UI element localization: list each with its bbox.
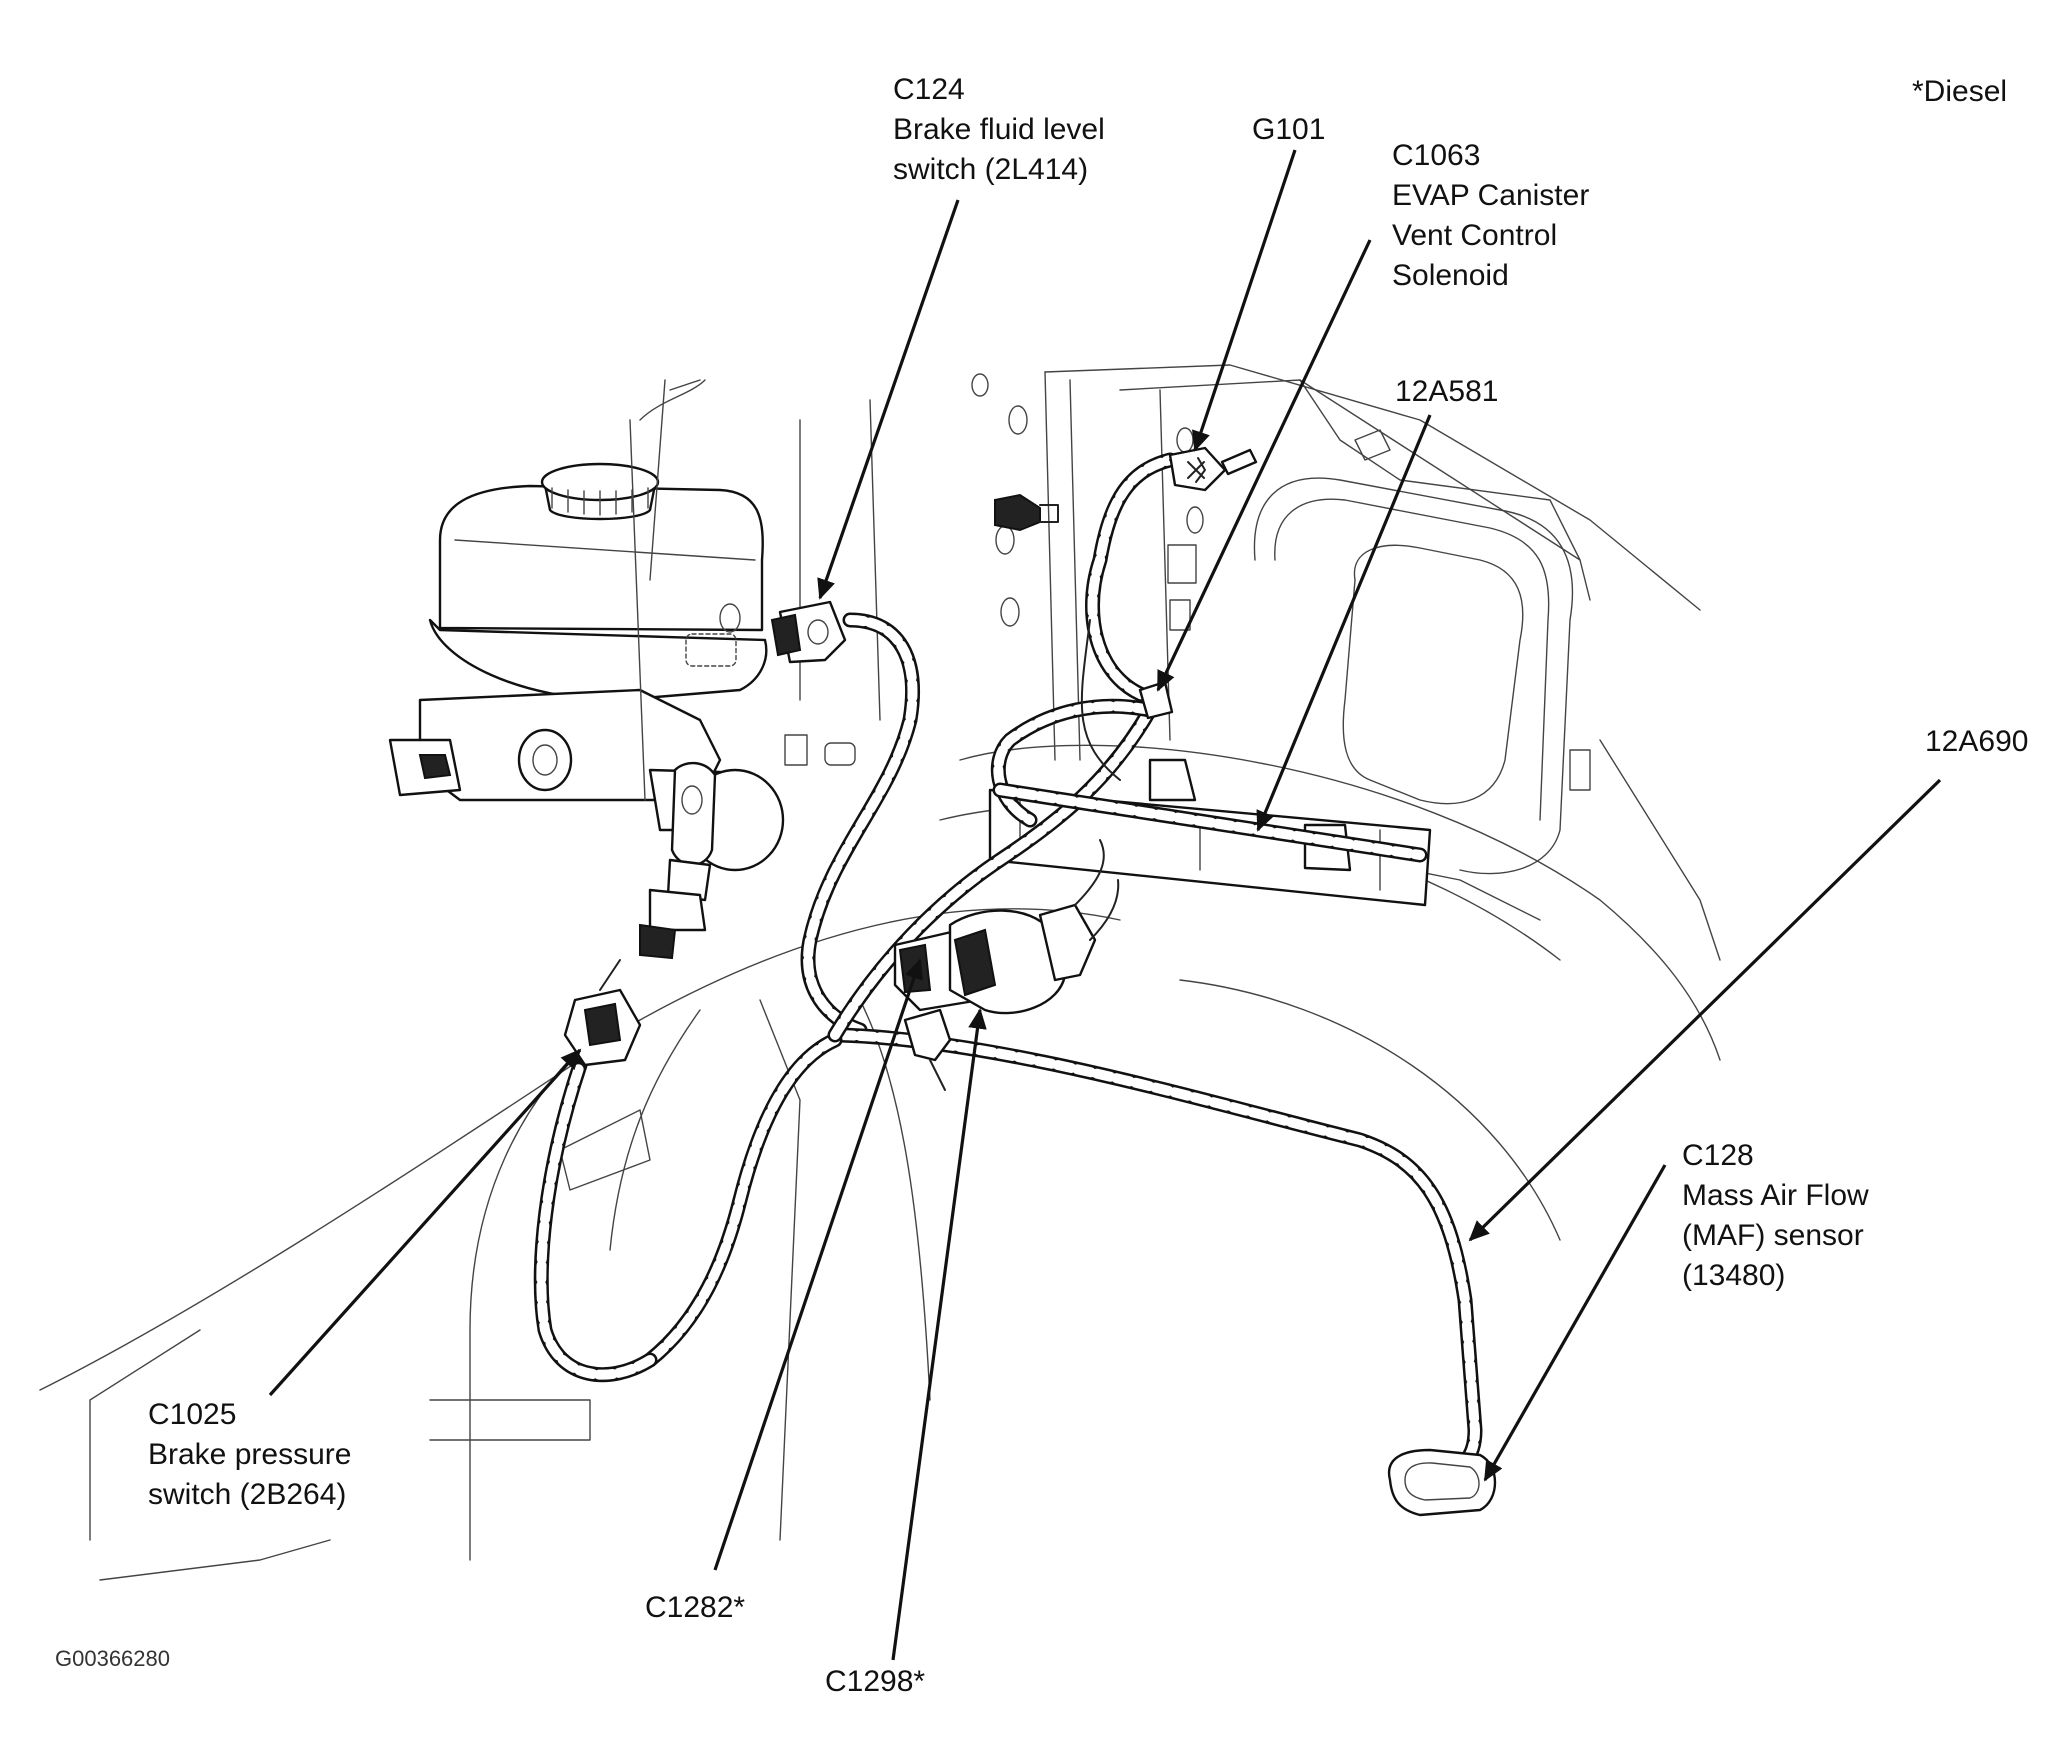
callout-c128-line1: Mass Air Flow bbox=[1682, 1179, 1869, 1212]
connector-c1282-c1298 bbox=[893, 839, 1120, 1015]
harness-12a690 bbox=[533, 612, 1483, 1478]
callout-c124-line2: switch (2L414) bbox=[893, 153, 1089, 186]
harness-12a581 bbox=[992, 452, 1428, 863]
callout-c1025-id: C1025 bbox=[148, 1398, 237, 1431]
callout-c1025-line1: Brake pressure bbox=[148, 1438, 352, 1471]
callout-g101: G101 bbox=[1252, 110, 1325, 150]
callout-c1282: C1282* bbox=[645, 1591, 746, 1624]
ground-g101 bbox=[1168, 446, 1258, 492]
callout-12a690: 12A690 bbox=[1925, 725, 2029, 758]
callout-c128-line3: (13480) bbox=[1682, 1259, 1786, 1292]
callout-c124: C124 Brake fluid level switch (2L414) bbox=[893, 70, 1105, 190]
body-panels bbox=[39, 364, 1721, 1581]
callout-c1063-line1: EVAP Canister bbox=[1392, 179, 1590, 212]
callout-c1025-line2: switch (2B264) bbox=[148, 1478, 347, 1511]
connector-c1025 bbox=[563, 959, 642, 1067]
callout-c1298: C1298* bbox=[825, 1665, 926, 1698]
connector-c128 bbox=[1387, 1448, 1497, 1517]
callout-c1063-line2: Vent Control bbox=[1392, 219, 1558, 252]
callout-g101-id: G101 bbox=[1252, 113, 1326, 146]
figure-code: G00366280 bbox=[55, 1646, 170, 1671]
callout-c1063-line3: Solenoid bbox=[1392, 259, 1509, 292]
callout-c128: C128 Mass Air Flow (MAF) sensor (13480) bbox=[1682, 1136, 1869, 1296]
connector-c124 bbox=[770, 600, 847, 664]
callout-c1063: C1063 EVAP Canister Vent Control Solenoi… bbox=[1392, 136, 1589, 296]
callout-c1025: C1025 Brake pressure switch (2B264) bbox=[148, 1395, 351, 1515]
brake-master-cylinder bbox=[388, 379, 785, 960]
callout-c124-line1: Brake fluid level bbox=[893, 113, 1105, 146]
callout-c128-id: C128 bbox=[1682, 1139, 1754, 1172]
callout-12a581: 12A581 bbox=[1395, 375, 1499, 408]
callout-leaders bbox=[268, 149, 1942, 1661]
harness-clip bbox=[903, 1008, 952, 1091]
callout-c124-id: C124 bbox=[893, 73, 965, 106]
diesel-note: *Diesel bbox=[1912, 75, 2008, 108]
callout-c1063-id: C1063 bbox=[1392, 139, 1481, 172]
callout-c128-line2: (MAF) sensor bbox=[1682, 1219, 1864, 1252]
